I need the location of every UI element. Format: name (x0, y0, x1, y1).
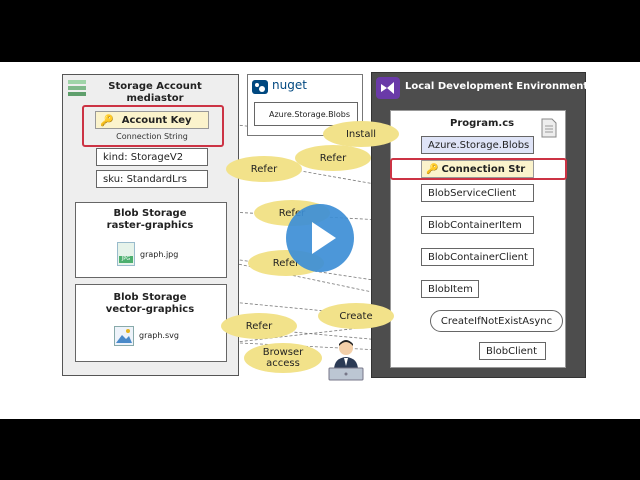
storage-account-title-line2: mediastor (126, 93, 184, 104)
blob-item: BlobItem (421, 280, 479, 298)
account-key-label: Account Key (121, 114, 192, 126)
program-cs-title: Program.cs (450, 118, 515, 129)
create-bubble: Create (318, 303, 394, 329)
blob-container-item: BlobContainerItem (421, 216, 534, 234)
nuget-logo-text: nuget (272, 78, 307, 92)
azure-storage-blobs-using: Azure.Storage.Blobs (421, 136, 534, 154)
refer-bubble-2: Refer (226, 156, 302, 182)
connection-str-label: Connection Str (441, 163, 526, 175)
local-dev-title: Local Development Environment (405, 81, 589, 92)
refer-bubble-1: Refer (295, 145, 371, 171)
key-icon: 🔑 (426, 163, 439, 175)
vector-title-line1: Blob Storage (113, 292, 187, 303)
raster-title: Blob Storage raster-graphics (80, 208, 220, 232)
jpg-badge: JPG (119, 256, 133, 263)
jpg-file-icon: JPG (117, 242, 135, 266)
user-at-laptop-icon (326, 338, 366, 382)
vector-blob-storage (75, 284, 227, 362)
video-frame: Storage Account mediastor 🔑 Account Key … (0, 62, 640, 419)
refer-bubble-5: Refer (221, 313, 297, 339)
connection-str-highlight (390, 158, 567, 180)
image-file-icon (114, 326, 134, 346)
raster-blob-storage (75, 202, 227, 278)
play-button[interactable] (286, 204, 354, 272)
nuget-logo-icon (252, 79, 268, 94)
install-bubble: Install (323, 121, 399, 147)
vector-title: Blob Storage vector-graphics (80, 292, 220, 316)
sku-box: sku: StandardLrs (96, 170, 208, 188)
vector-file-name: graph.svg (139, 331, 179, 340)
browser-access-line1: Browser (262, 347, 304, 358)
blob-service-client: BlobServiceClient (421, 184, 534, 202)
storage-account-icon (68, 80, 86, 96)
key-icon: 🔑 (100, 113, 114, 127)
document-icon (541, 118, 557, 138)
connection-str-box[interactable]: 🔑 Connection Str (421, 160, 534, 178)
connection-string-label: Connection String (116, 132, 188, 141)
storage-account-title: Storage Account mediastor (95, 81, 215, 105)
raster-file-name: graph.jpg (140, 250, 179, 259)
blob-container-client: BlobContainerClient (421, 248, 534, 266)
create-if-not-exist-async: CreateIfNotExistAsync (430, 310, 563, 332)
raster-title-line2: raster-graphics (106, 220, 194, 231)
kind-box: kind: StorageV2 (96, 148, 208, 166)
account-key-highlight (82, 105, 224, 147)
browser-access-bubble: Browser access (244, 343, 322, 373)
vector-title-line2: vector-graphics (105, 304, 195, 315)
play-icon (312, 222, 336, 254)
raster-title-line1: Blob Storage (113, 208, 187, 219)
visual-studio-icon (376, 77, 400, 99)
storage-account-title-line1: Storage Account (108, 81, 202, 92)
account-key-box[interactable]: 🔑 Account Key (95, 111, 209, 129)
blob-client: BlobClient (479, 342, 546, 360)
browser-access-line2: access (266, 358, 300, 369)
